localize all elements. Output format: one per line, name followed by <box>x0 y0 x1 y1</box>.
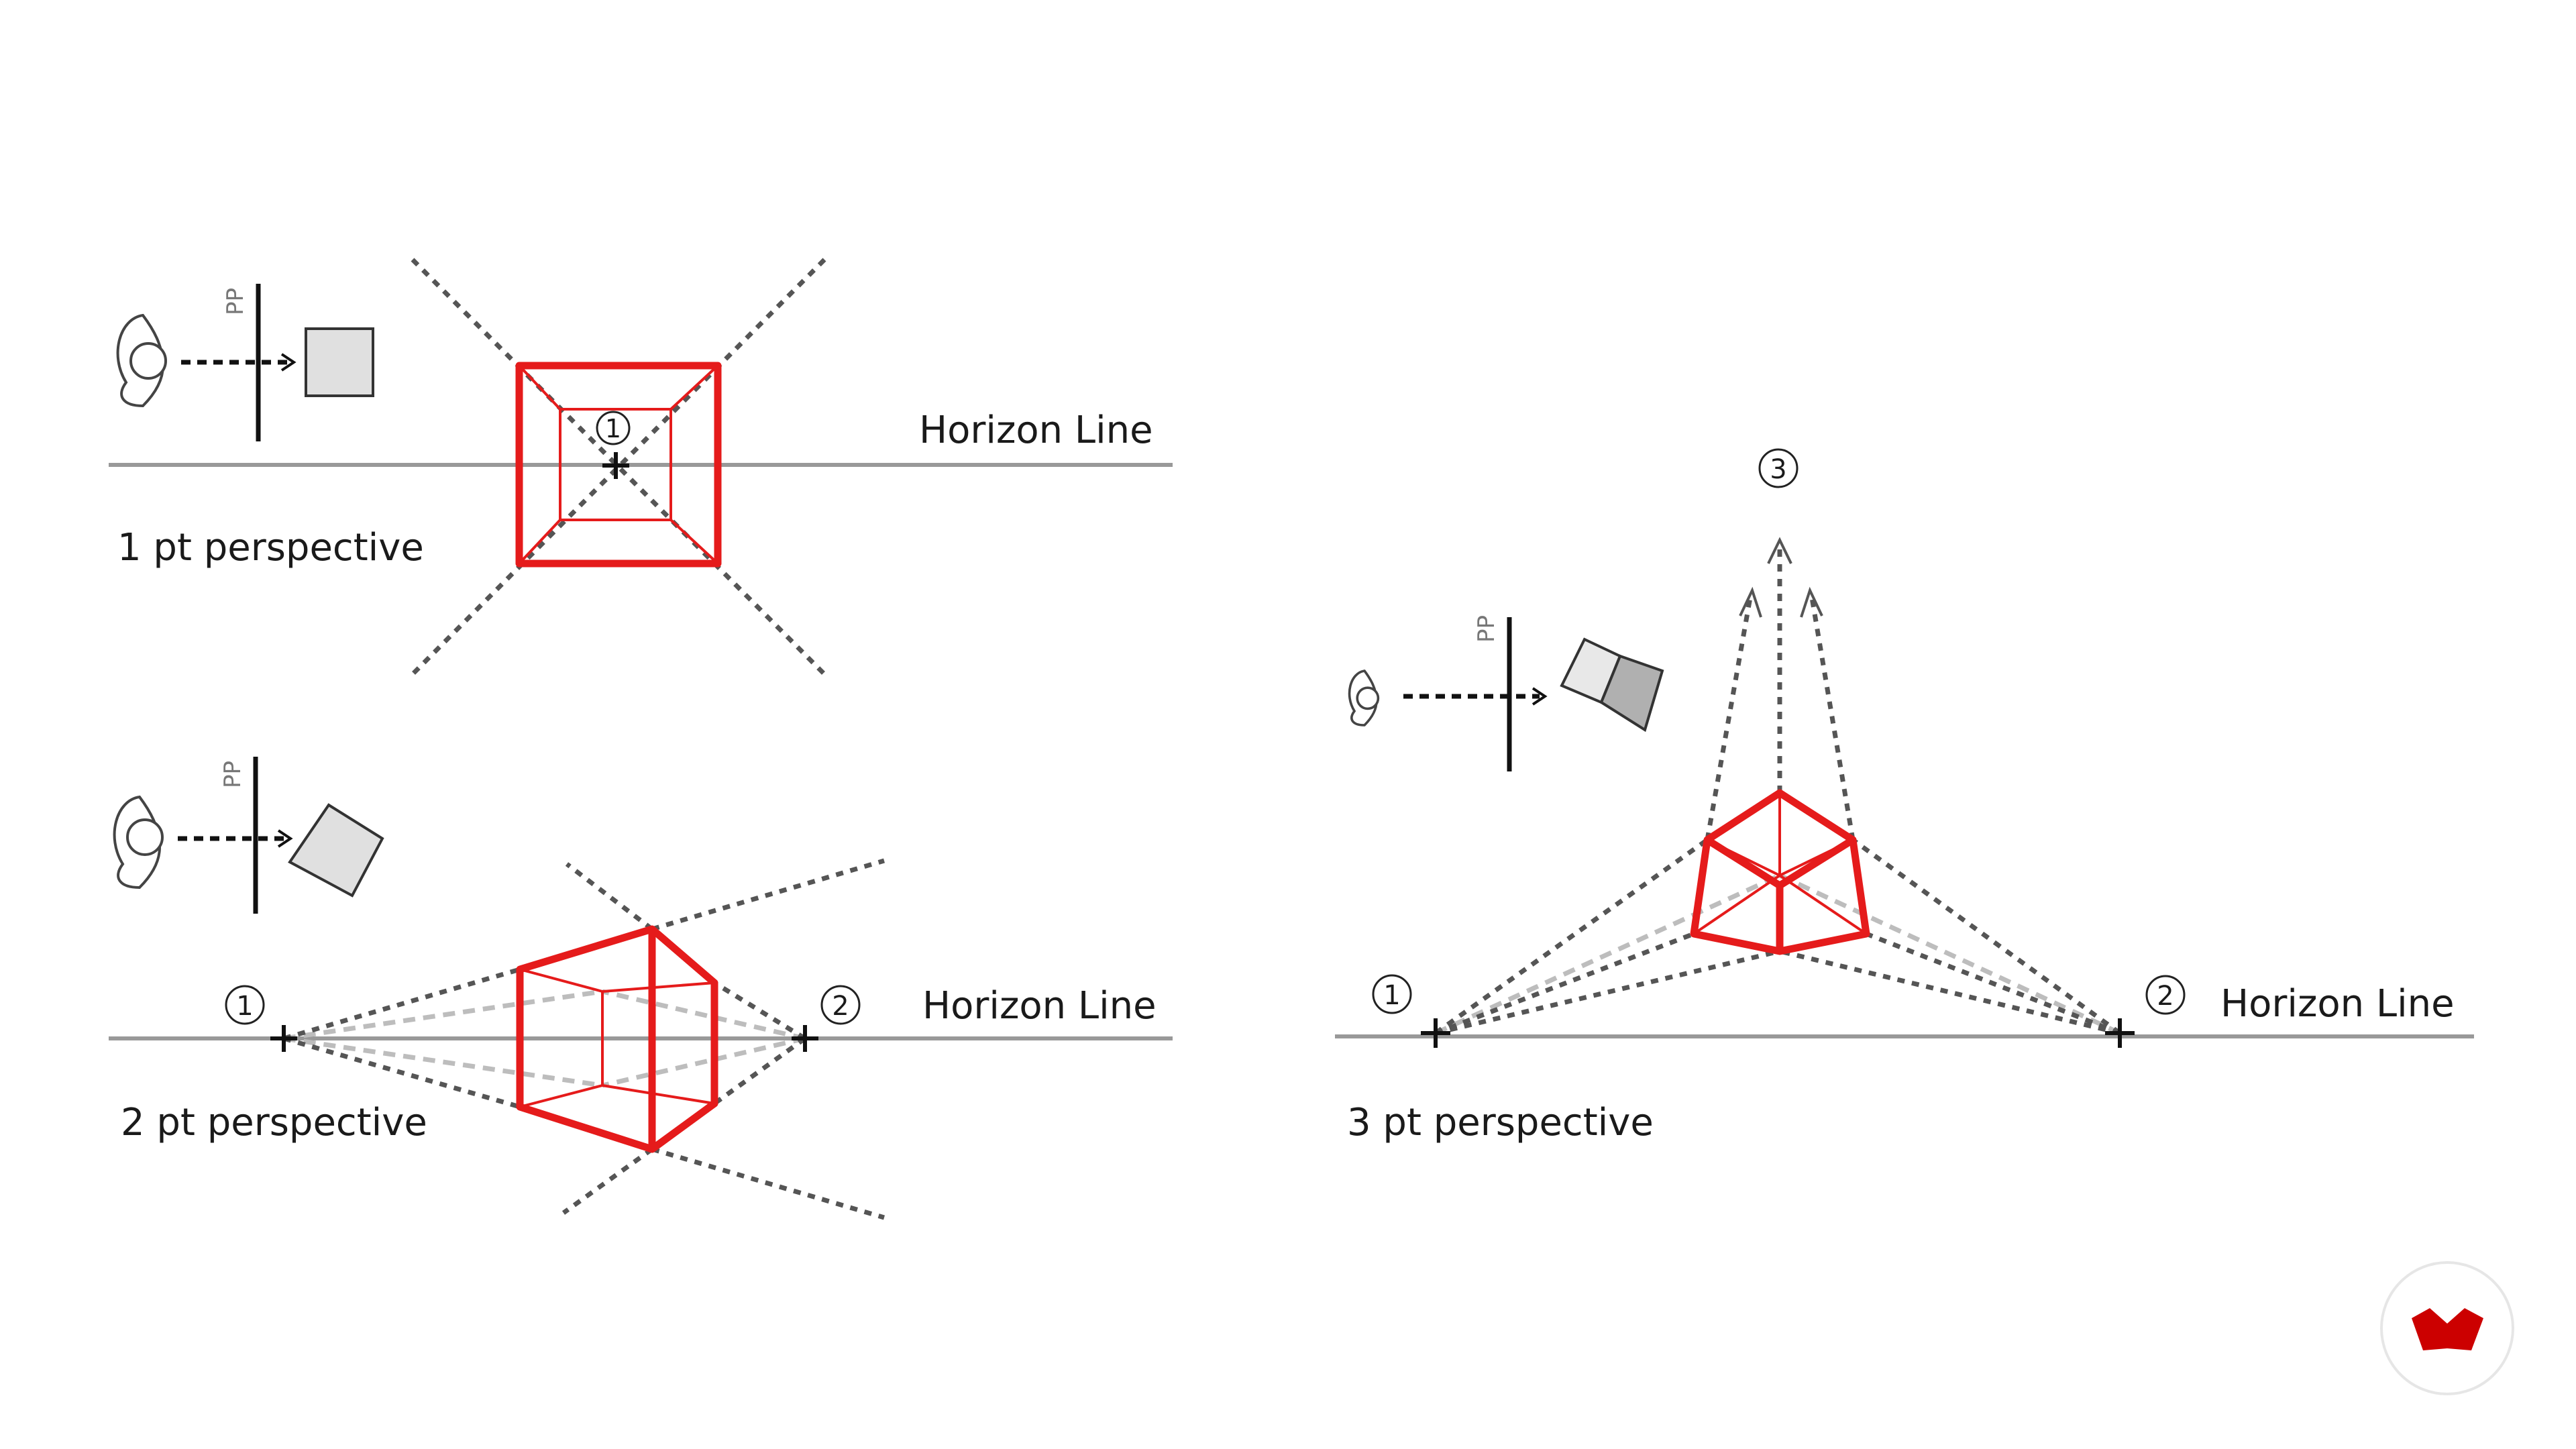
vanishing-point-3: 3 <box>1758 448 1799 488</box>
three-point-diagram: Horizon Line <box>1335 448 2474 1144</box>
viewer-icon <box>1348 669 1380 727</box>
vp-label: 1 <box>236 991 253 1022</box>
horizon-label: Horizon Line <box>922 984 1157 1028</box>
vanishing-point-2: 2 <box>792 985 861 1052</box>
one-point-cube <box>515 362 722 568</box>
one-point-diagram: Horizon Line 1 1 pt perspective <box>109 258 1173 676</box>
vanishing-point-1: 1 <box>596 411 631 479</box>
caption: 3 pt perspective <box>1347 1101 1654 1144</box>
caption: 1 pt perspective <box>117 526 424 570</box>
two-point-cube <box>516 925 718 1153</box>
viewer-icon <box>113 795 164 890</box>
picture-plane-label: PP <box>1473 615 1500 643</box>
vanishing-arrows <box>1739 537 1823 618</box>
two-point-diagram: Horizon Line <box>109 757 1173 1220</box>
three-point-cube <box>1690 789 1870 955</box>
construction-lines-light <box>283 989 806 1088</box>
caption: 2 pt perspective <box>121 1101 427 1144</box>
horizon-label: Horizon Line <box>919 409 1153 452</box>
vp-label: 2 <box>832 991 849 1022</box>
construction-lines-dark <box>1434 547 2122 1036</box>
vp-label: 1 <box>1383 980 1400 1011</box>
vanishing-point-1: 1 <box>225 985 297 1052</box>
vanishing-point-1: 1 <box>1372 974 1450 1048</box>
vanishing-point-2: 2 <box>2105 975 2186 1048</box>
picture-plane-label: PP <box>222 288 249 315</box>
logo-icon <box>2380 1261 2514 1395</box>
object-cube-icon <box>1560 637 1664 733</box>
vp-label: 1 <box>605 414 621 443</box>
object-cube-icon <box>288 803 384 898</box>
horizon-label: Horizon Line <box>2220 982 2455 1026</box>
picture-plane-label: PP <box>219 761 246 788</box>
viewer-icon <box>116 313 167 408</box>
vp-label: 3 <box>1770 454 1786 485</box>
construction-lines-light <box>1434 873 2121 1036</box>
construction-lines-dark <box>283 858 885 1220</box>
vp-label: 2 <box>2157 981 2174 1012</box>
object-cube-icon <box>305 327 374 397</box>
